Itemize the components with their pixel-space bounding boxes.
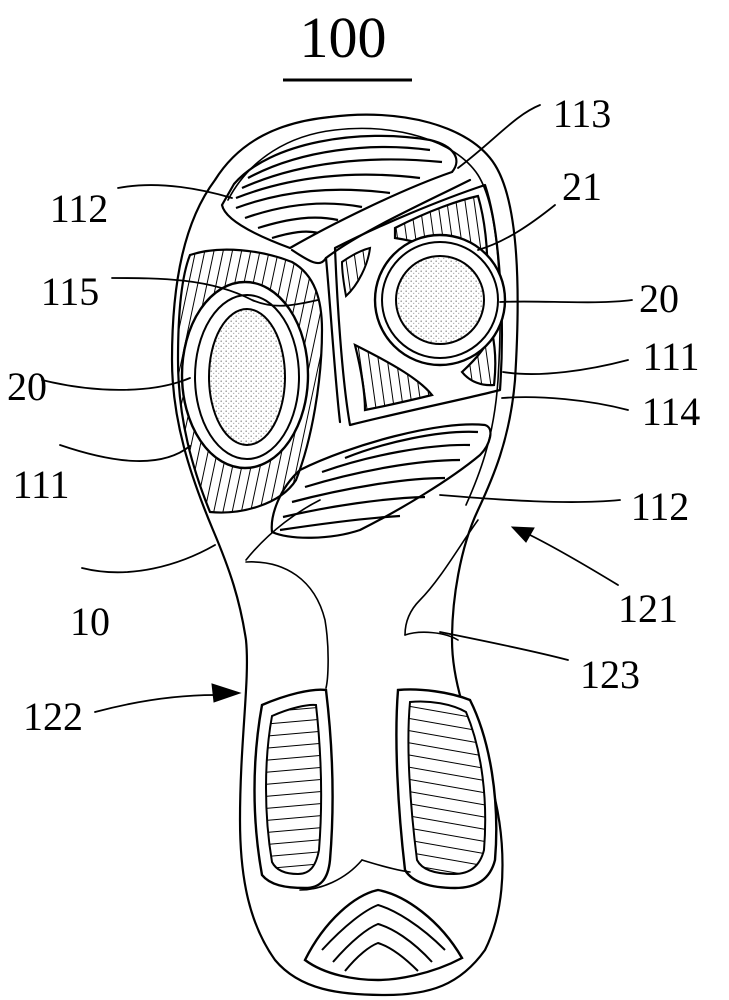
label-111-left: 111 bbox=[12, 462, 69, 507]
region-111-right-tab bbox=[342, 248, 370, 296]
heel-pad-left-inner bbox=[266, 705, 321, 874]
label-20-left: 20 bbox=[7, 364, 47, 409]
sensor-left bbox=[209, 309, 285, 445]
pad-112-mid-stripes bbox=[280, 432, 478, 530]
leader-lines bbox=[42, 105, 632, 712]
label-112-mid: 112 bbox=[631, 484, 690, 529]
heel-groove-right bbox=[362, 860, 410, 872]
label-122: 122 bbox=[23, 694, 83, 739]
arrow-122 bbox=[212, 684, 240, 702]
label-115: 115 bbox=[41, 269, 100, 314]
label-10: 10 bbox=[70, 599, 110, 644]
label-21: 21 bbox=[562, 164, 602, 209]
label-123: 123 bbox=[580, 652, 640, 697]
label-111-right: 111 bbox=[642, 334, 699, 379]
heel-pad-bottom bbox=[305, 890, 462, 980]
label-112-top: 112 bbox=[50, 186, 109, 231]
frame-115-b bbox=[326, 258, 340, 422]
figure-title: 100 bbox=[300, 5, 387, 70]
arrow-121 bbox=[512, 527, 534, 542]
sensor-right bbox=[396, 256, 484, 344]
label-113: 113 bbox=[553, 91, 612, 136]
label-114: 114 bbox=[642, 389, 701, 434]
label-121: 121 bbox=[618, 586, 678, 631]
label-20-right: 20 bbox=[639, 276, 679, 321]
arch-left-line bbox=[246, 562, 328, 688]
arch-right-line bbox=[405, 520, 478, 635]
